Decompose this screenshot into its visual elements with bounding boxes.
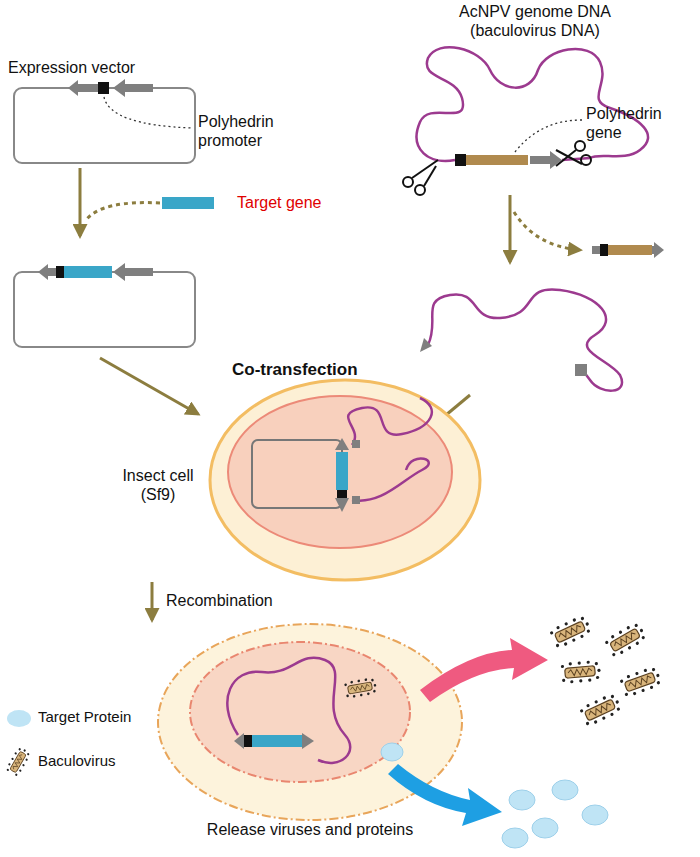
- released-viruses: [549, 614, 663, 728]
- node-box: Insect cell (Sf9): [110, 380, 480, 580]
- cut-genome-part: [428, 289, 622, 390]
- legend-text: Target Protein: [38, 708, 131, 726]
- released-proteins-part: [509, 790, 535, 810]
- recombinant-vector-part: [113, 263, 153, 281]
- insert-arrow-part: [162, 197, 214, 209]
- part-label: Co-transfection: [232, 360, 392, 380]
- released-viruses-part: [604, 621, 649, 659]
- releasing-cell-part: [252, 735, 302, 747]
- scissors-part: [424, 166, 436, 186]
- insect-cell-part: [337, 490, 347, 498]
- node-label: Release viruses and proteins: [145, 820, 475, 839]
- cut-genome-part: [420, 338, 432, 352]
- excision-arrow-part: [509, 195, 512, 262]
- insert-arrow-part: [79, 168, 82, 236]
- recombinant-vector-part: [56, 266, 64, 278]
- release-arrows-part: [420, 638, 548, 702]
- insect-cell-part: [352, 496, 360, 504]
- node-label: AcNPV genome DNA (baculovirus DNA): [435, 2, 635, 40]
- released-proteins: [502, 780, 608, 848]
- plasmid-vector: [14, 79, 195, 163]
- releasing-cell-part: [344, 677, 378, 699]
- node-label: Insect cell (Sf9): [110, 466, 206, 504]
- releasing-cell-part: [234, 733, 244, 749]
- recombinant-vector: [14, 263, 198, 414]
- legend-virus-icon-part: [5, 746, 32, 777]
- insect-cell-part: [336, 452, 348, 490]
- baculovirus-genome-part: [515, 120, 582, 152]
- cut-genome: [420, 289, 622, 430]
- insert-arrow-part: [86, 203, 160, 220]
- scissors-part: [403, 177, 413, 187]
- node-box: Expression vector: [14, 88, 195, 163]
- insect-cell-part: [335, 498, 349, 512]
- insect-cell-part: [352, 440, 360, 448]
- release-arrows-part: [388, 764, 502, 826]
- scissors-part: [581, 155, 591, 165]
- process-arrow: [151, 582, 154, 620]
- insert-arrow: [80, 168, 214, 236]
- releasing-cell-part: [381, 743, 403, 761]
- excision-arrow-part: [514, 212, 580, 250]
- plasmid-vector-part: [68, 80, 98, 96]
- recombinant-vector-part: [100, 358, 198, 414]
- plasmid-vector-part: [14, 88, 195, 163]
- insect-cell-part: [210, 380, 480, 580]
- released-viruses-part: [579, 692, 623, 728]
- released-viruses-part: [549, 614, 593, 650]
- part-label: Target gene: [237, 193, 357, 212]
- plasmid-vector-part: [98, 82, 109, 94]
- excision-arrow-part: [608, 245, 652, 255]
- scissors-part: [415, 185, 425, 195]
- releasing-cell-part: [244, 735, 252, 747]
- released-proteins-part: [502, 828, 528, 848]
- released-viruses-part: [561, 660, 602, 685]
- excision-arrow: [510, 195, 664, 262]
- scissors-part: [556, 150, 582, 164]
- released-proteins-part: [582, 805, 608, 825]
- part-label: Polyhedrin gene: [586, 104, 686, 142]
- plasmid-vector-part: [113, 79, 153, 97]
- insect-cell-part: [252, 440, 342, 508]
- released-proteins-part: [552, 780, 578, 800]
- scissors: [403, 141, 591, 195]
- edge-label: Recombination: [166, 591, 273, 610]
- scissors-part: [575, 141, 585, 151]
- baculovirus-genome-part: [455, 154, 466, 166]
- part-label: Polyhedrin promoter: [198, 112, 293, 150]
- baculovirus-genome-part: [466, 155, 528, 165]
- excision-arrow-part: [592, 246, 600, 254]
- insect-cell-part: [228, 396, 452, 548]
- node-box: Release viruses and proteins: [145, 622, 475, 822]
- recombinant-vector-part: [14, 272, 195, 347]
- cut-genome-part: [575, 364, 587, 376]
- releasing-cell-part: [190, 642, 410, 782]
- recombinant-vector-part: [38, 264, 56, 280]
- recombinant-vector-part: [64, 266, 112, 278]
- legend-virus-icon: [5, 746, 32, 777]
- released-viruses-part: [619, 665, 663, 698]
- excision-arrow-part: [600, 244, 608, 256]
- plasmid-vector-part: [104, 97, 192, 128]
- insect-cell-part: [348, 398, 432, 501]
- releasing-cell-part: [227, 658, 350, 763]
- node-label: Expression vector: [8, 58, 208, 77]
- release-arrows: [388, 638, 548, 826]
- baculovirus-genome-part: [417, 47, 648, 161]
- released-proteins-part: [532, 818, 558, 838]
- releasing-cell-part: [302, 733, 314, 749]
- legend-text: Baculovirus: [38, 752, 116, 770]
- insect-cell: [210, 380, 480, 580]
- insect-cell-part: [335, 438, 349, 450]
- legend-swatch: [7, 710, 31, 727]
- excision-arrow-part: [652, 242, 664, 258]
